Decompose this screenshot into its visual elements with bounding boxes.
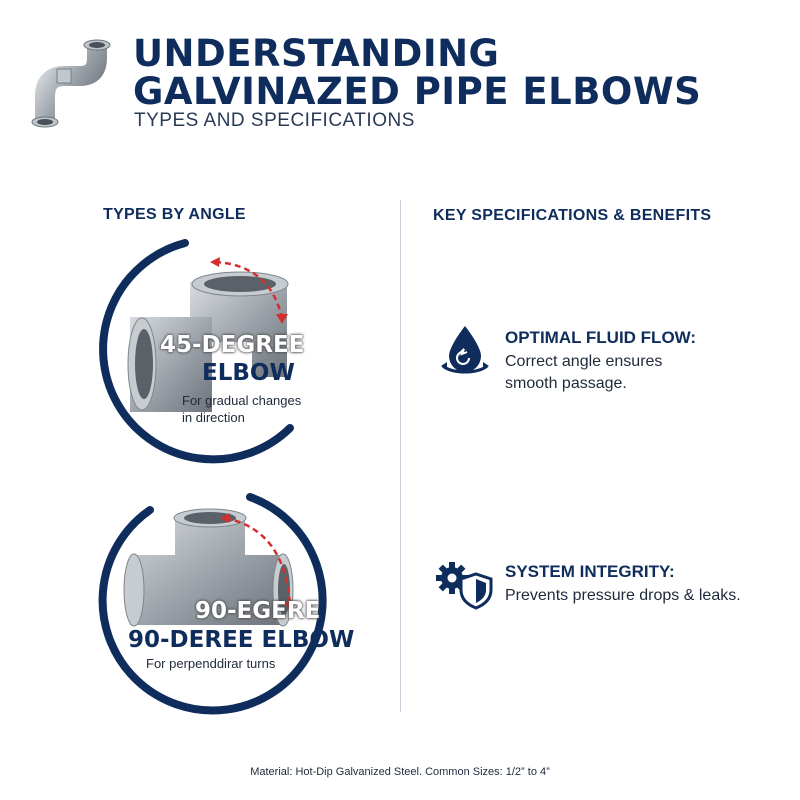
title-line-2: GALVINAZED PIPE ELBOWS [133,70,702,113]
spec-title-integrity: SYSTEM INTEGRITY: [505,562,675,581]
elbow-45-desc: For gradual changes in direction [182,393,302,425]
fluid-flow-icon [441,326,489,374]
spec-text-flow: Correct angle ensures smooth passage. [505,353,663,392]
elbow-90-label-2: 90-DEREE ELBOW [128,627,355,653]
spec-title-flow: OPTIMAL FLUID FLOW: [505,328,697,347]
footer-material-note: Material: Hot-Dip Galvanized Steel. Comm… [250,766,550,778]
key-specs-heading: KEY SPECIFICATIONS & BENEFITS [433,207,712,224]
subtitle: TYPES AND SPECIFICATIONS [134,110,415,131]
tee-fitting-image [127,271,289,412]
elbow-45-label: 45-DEGREE [160,332,305,358]
types-by-angle-heading: TYPES BY ANGLE [103,206,246,223]
elbow-card-90: 90-EGERE 90-DEREE ELBOW For perpenddirar… [90,480,354,720]
angle-arrow-90 [220,513,296,612]
title-line-1: UNDERSTANDING [133,32,500,75]
angle-arrow-45 [210,257,288,324]
elbow-90-label: 90-EGERE [195,598,321,624]
elbow-45-label-2: ELBOW [202,360,295,386]
gear-shield-icon [436,562,493,610]
pipe-elbow-icon [31,39,111,128]
ring-arc-90 [98,493,327,715]
ring-arc-45 [99,239,294,464]
elbow-90-desc: For perpenddirar turns [146,656,276,671]
elbow-card-45: 45-DEGREE ELBOW For gradual changes in d… [90,232,330,472]
header: UNDERSTANDING GALVINAZED PIPE ELBOWS TYP… [0,0,800,140]
column-divider [400,200,401,712]
spec-text-integrity: Prevents pressure drops & leaks. [505,587,741,604]
